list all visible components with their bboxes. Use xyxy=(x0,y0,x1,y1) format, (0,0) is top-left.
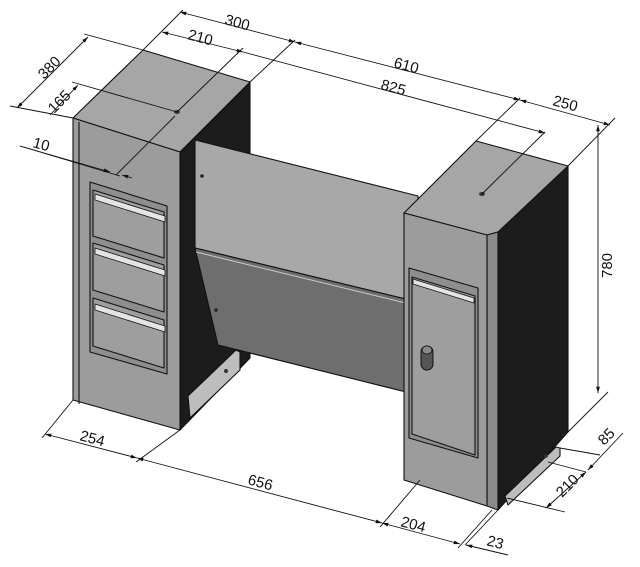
door-handle[interactable] xyxy=(412,278,475,304)
dim-254: 254 xyxy=(78,427,107,450)
dim-250: 250 xyxy=(551,92,580,115)
drawer-3-handle[interactable] xyxy=(94,303,166,333)
drawer-2[interactable] xyxy=(92,242,166,313)
drawer-3[interactable] xyxy=(92,297,166,369)
drawer-2-handle[interactable] xyxy=(94,247,166,277)
dim-85: 85 xyxy=(595,425,619,449)
dim-656: 656 xyxy=(246,471,275,494)
left-foot-bracket xyxy=(187,349,241,419)
dim-10: 10 xyxy=(31,134,52,155)
dim-23: 23 xyxy=(485,532,506,553)
fixing-hole-icon xyxy=(224,369,228,373)
dim-780: 780 xyxy=(599,253,616,278)
dim-165: 165 xyxy=(45,87,75,117)
right-pedestal xyxy=(403,140,569,511)
dim-610: 610 xyxy=(392,54,421,77)
lock-icon[interactable] xyxy=(420,345,434,371)
dim-210-top: 210 xyxy=(186,26,215,49)
dimension-annotations xyxy=(9,9,624,556)
dim-204: 204 xyxy=(399,513,428,536)
drawer-1[interactable] xyxy=(92,189,166,259)
dim-210-bottom: 210 xyxy=(553,471,583,501)
left-pedestal xyxy=(72,49,251,431)
cabinet-door[interactable] xyxy=(408,267,479,459)
dim-380: 380 xyxy=(35,53,65,83)
drawer-1-handle[interactable] xyxy=(94,193,166,223)
dim-300: 300 xyxy=(223,11,252,34)
dim-825: 825 xyxy=(379,76,408,99)
